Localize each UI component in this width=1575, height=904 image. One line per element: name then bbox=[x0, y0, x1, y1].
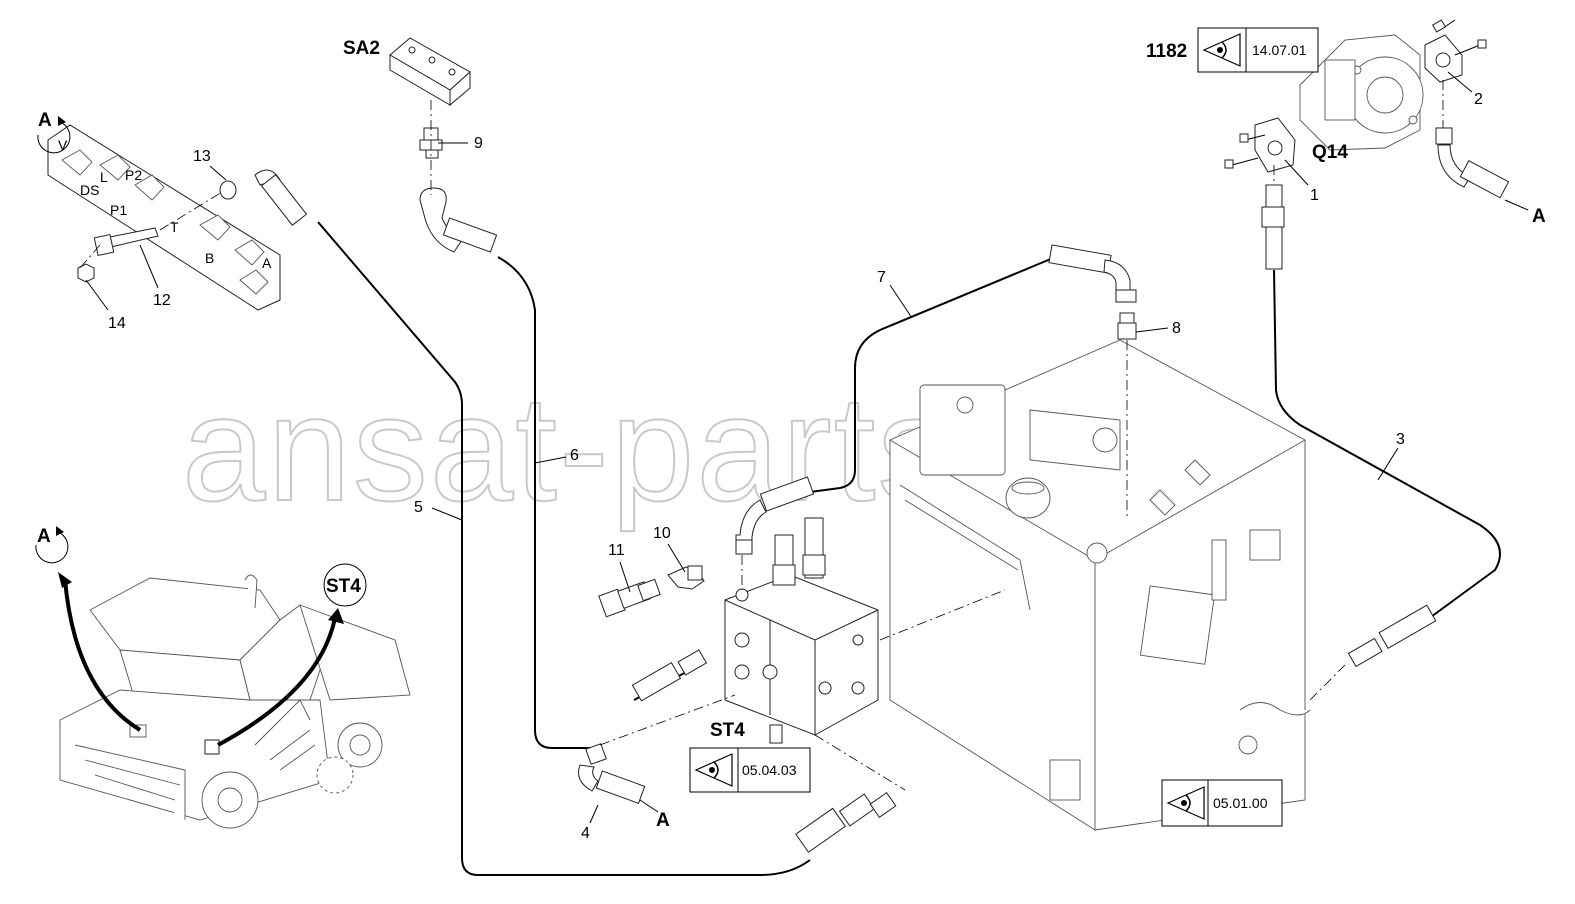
callout-5: 5 bbox=[414, 499, 423, 516]
callout-1: 1 bbox=[1310, 187, 1319, 204]
hose-a-top bbox=[1435, 127, 1529, 211]
hose-6 bbox=[419, 187, 708, 749]
valve-block-st4 bbox=[724, 517, 879, 744]
plate-mark-a: A bbox=[262, 255, 272, 271]
eye-icon bbox=[694, 753, 733, 787]
hose-7 bbox=[735, 244, 1137, 555]
label-a-machine: A bbox=[37, 526, 51, 547]
nut-13 bbox=[219, 180, 237, 200]
leader-lines bbox=[85, 71, 1473, 824]
callout-10: 10 bbox=[653, 525, 671, 542]
fitting-11 bbox=[598, 578, 661, 618]
view-marker-a-machine: A bbox=[35, 526, 69, 564]
hose-3 bbox=[1261, 184, 1501, 668]
arrow-to-st4 bbox=[217, 617, 337, 747]
plate-mark-t: T bbox=[170, 219, 179, 235]
callout-3: 3 bbox=[1396, 431, 1405, 448]
callout-4: 4 bbox=[581, 825, 590, 842]
label-1182: 1182 bbox=[1146, 41, 1187, 62]
view-marker-a-top: A bbox=[37, 110, 71, 154]
paver-machine bbox=[59, 574, 411, 829]
label-st4-block: ST4 bbox=[710, 720, 745, 741]
plate-mark-p1: P1 bbox=[110, 202, 127, 218]
plate-mark-v: V bbox=[58, 137, 68, 153]
callout-12: 12 bbox=[153, 292, 171, 309]
arrow-to-a bbox=[63, 579, 142, 732]
label-a-hose-top: A bbox=[1532, 206, 1546, 227]
fitting-10 bbox=[667, 565, 705, 590]
callout-11: 11 bbox=[608, 542, 625, 559]
nut-14 bbox=[77, 263, 95, 283]
pump-q14 bbox=[1299, 34, 1424, 151]
eye-icon bbox=[1166, 786, 1205, 820]
label-a-top: A bbox=[38, 110, 52, 131]
flange-2 bbox=[1424, 19, 1487, 83]
alignment-lines bbox=[79, 80, 1444, 791]
callout-7: 7 bbox=[877, 269, 886, 286]
callout-9: 9 bbox=[474, 135, 483, 152]
callout-8: 8 bbox=[1172, 320, 1181, 337]
plate-mark-ds: DS bbox=[80, 182, 99, 198]
reference-box-tank[interactable]: 05.01.00 bbox=[1161, 779, 1283, 827]
mounting-plate: V L DS P2 P1 T B A bbox=[47, 124, 281, 311]
label-st4-machine: ST4 bbox=[326, 576, 361, 597]
manifold-sa2 bbox=[389, 37, 471, 107]
label-q14: Q14 bbox=[1312, 142, 1348, 163]
arrow-head-a bbox=[58, 572, 72, 588]
bolt-12 bbox=[93, 227, 159, 257]
reference-box-valve[interactable]: 05.04.03 bbox=[689, 747, 811, 793]
plate-mark-b: B bbox=[205, 250, 214, 266]
arrow-head-st4 bbox=[328, 608, 344, 624]
hose-5 bbox=[254, 169, 897, 876]
hydraulic-tank bbox=[889, 339, 1311, 831]
callout-2: 2 bbox=[1474, 91, 1483, 108]
fitting-8 bbox=[1117, 312, 1137, 340]
st4-machine-marker: ST4 bbox=[323, 563, 367, 607]
reference-code: 05.04.03 bbox=[742, 762, 797, 778]
hose-4 bbox=[578, 743, 659, 813]
label-a-hose-4: A bbox=[656, 810, 670, 831]
reference-box-pump[interactable]: 14.07.01 bbox=[1197, 27, 1319, 73]
reference-code: 14.07.01 bbox=[1252, 42, 1307, 58]
plate-mark-l: L bbox=[100, 169, 108, 185]
callout-6: 6 bbox=[570, 447, 579, 464]
callout-14: 14 bbox=[108, 315, 126, 332]
reference-code: 05.01.00 bbox=[1213, 795, 1268, 811]
flange-1 bbox=[1224, 117, 1296, 173]
label-sa2: SA2 bbox=[343, 38, 380, 59]
eye-icon bbox=[1202, 33, 1241, 67]
callout-13: 13 bbox=[193, 148, 211, 165]
plate-mark-p2: P2 bbox=[125, 167, 142, 183]
